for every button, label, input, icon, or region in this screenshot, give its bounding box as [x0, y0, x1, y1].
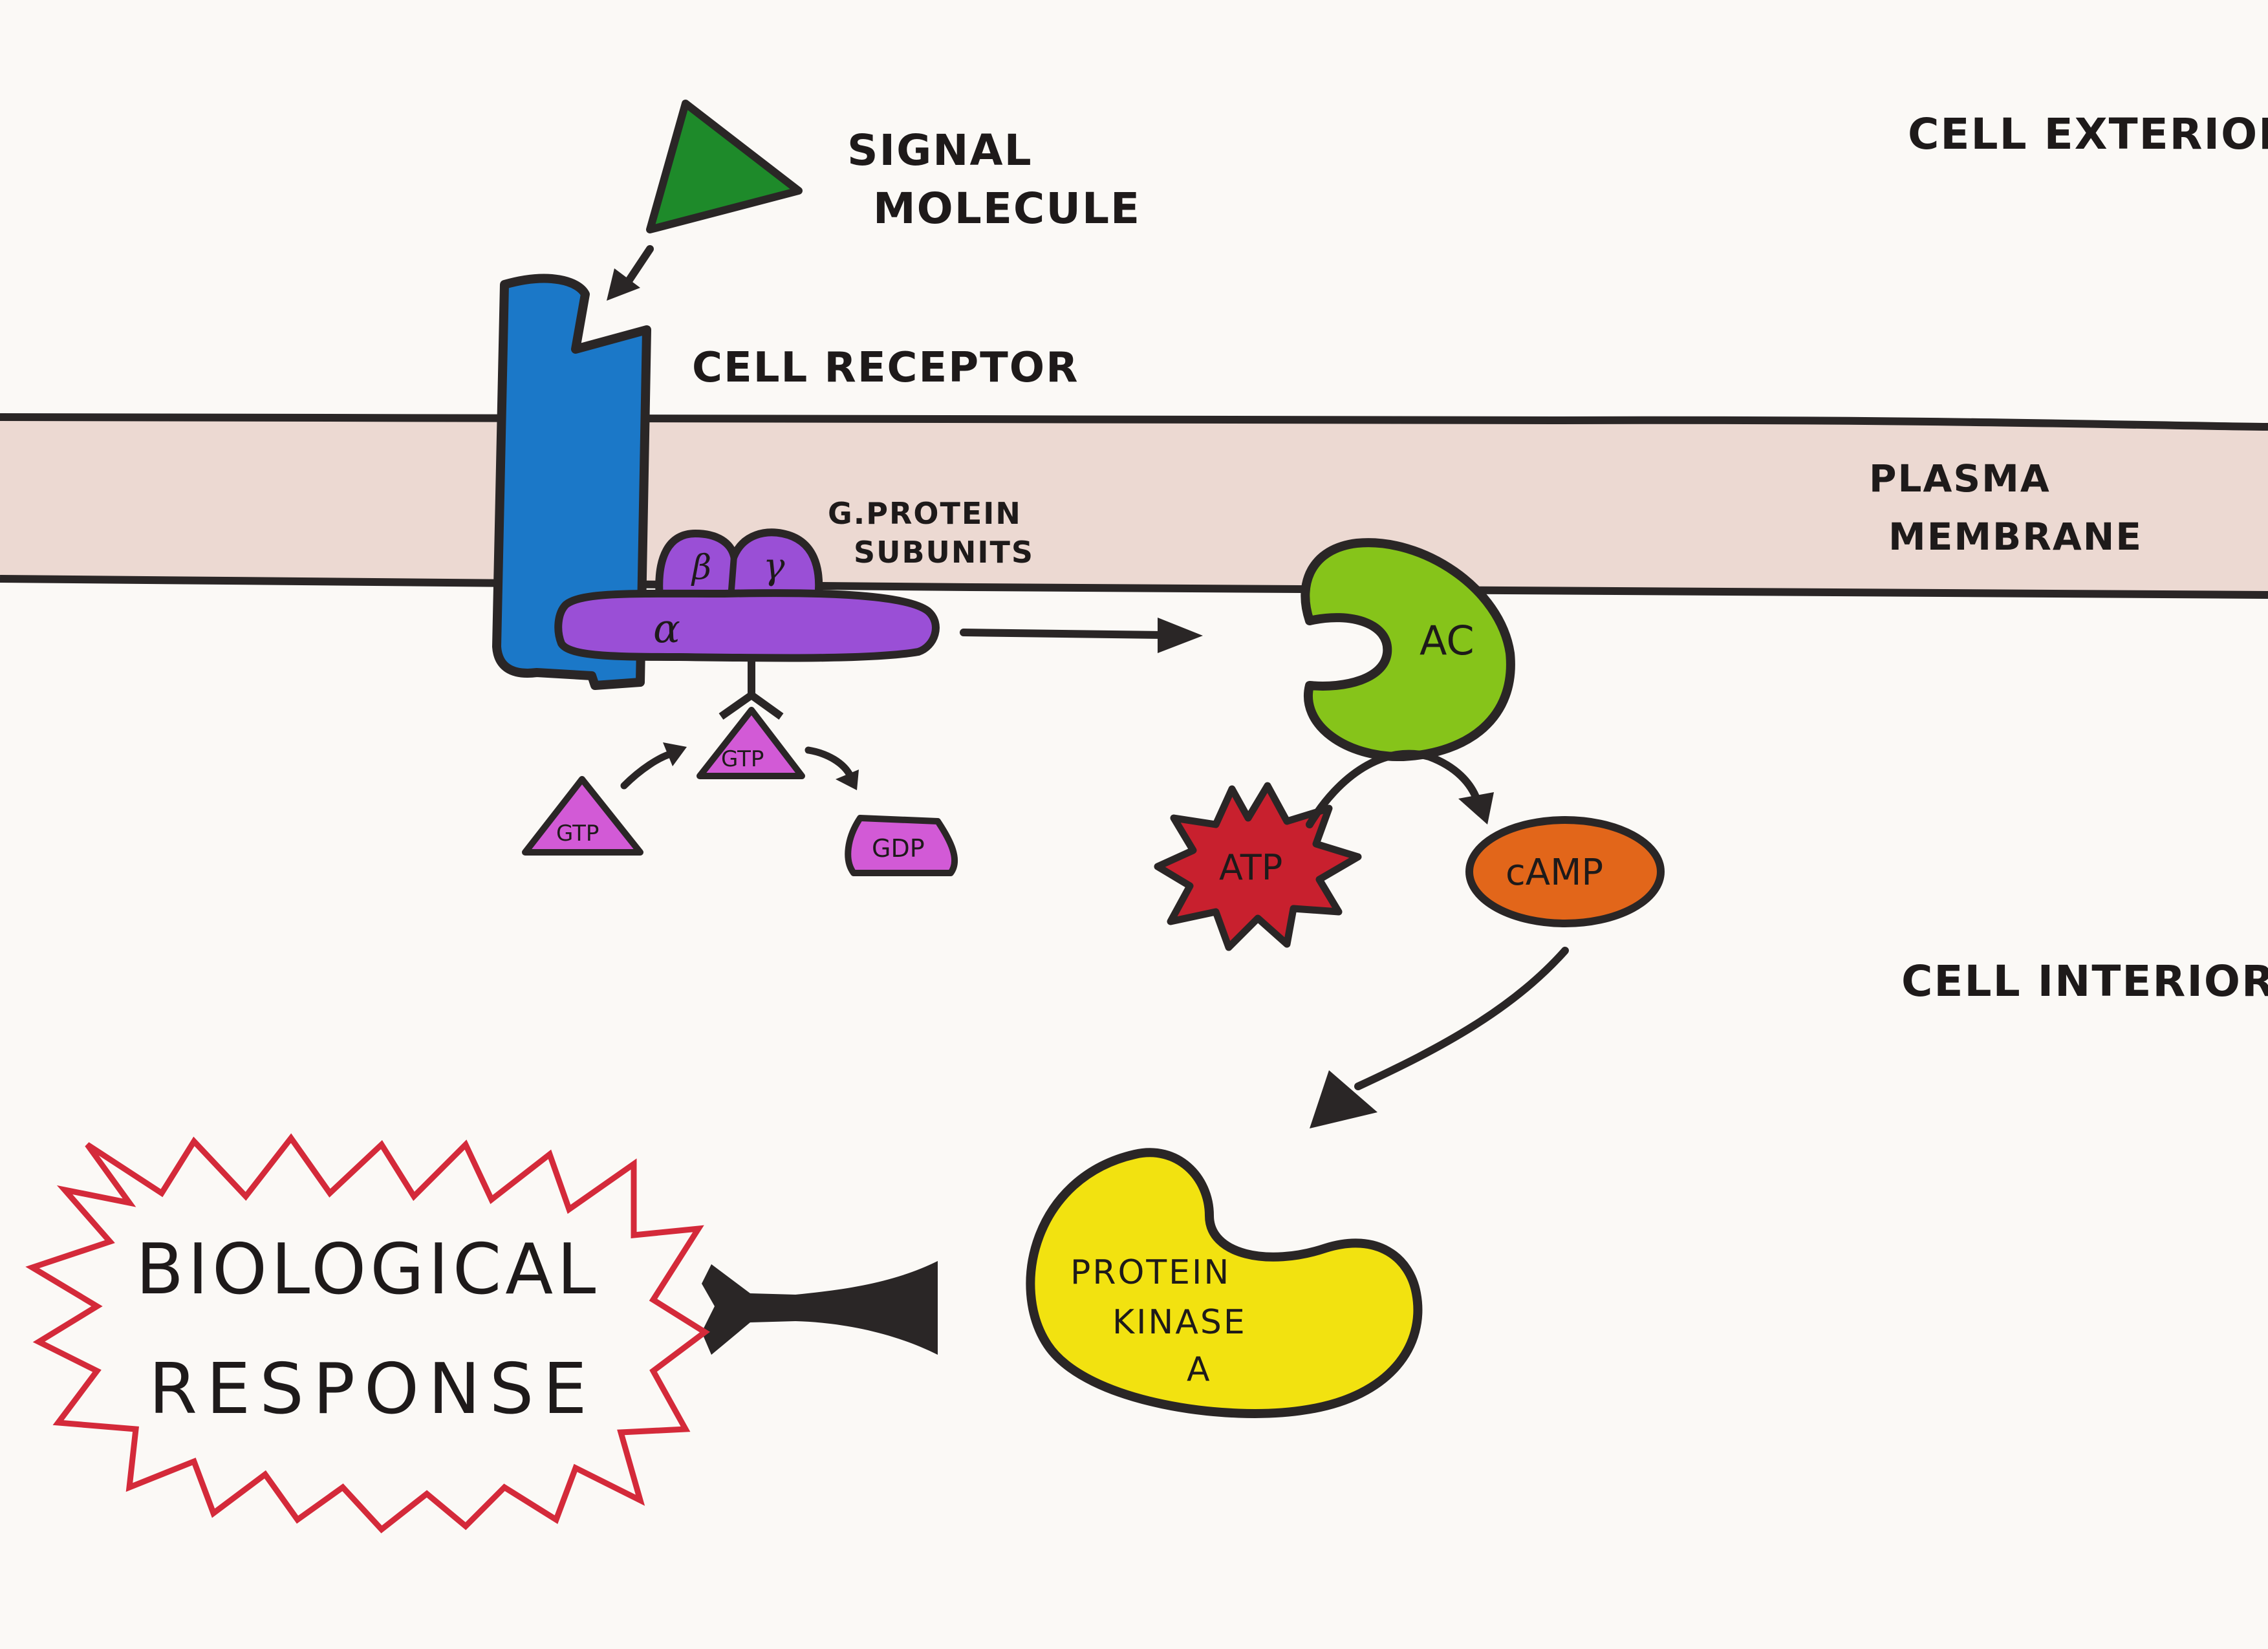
gtp-bound-label: GTP — [721, 746, 764, 772]
pka-label-line1: PROTEIN — [1070, 1253, 1231, 1292]
arrow-pka-to-response — [702, 1261, 938, 1355]
cell-receptor — [492, 274, 651, 690]
alpha-symbol: α — [653, 605, 680, 652]
gdp-label: GDP — [872, 834, 925, 863]
beta-symbol: β — [691, 548, 711, 587]
adenylate-cyclase — [1301, 538, 1515, 762]
gamma-symbol: γ — [763, 546, 785, 588]
atp-label: ATP — [1219, 847, 1282, 888]
arrow-atp-to-camp — [1306, 749, 1494, 828]
plasma-membrane — [0, 412, 2268, 599]
cell-interior-label: CELL INTERIOR — [1901, 956, 2268, 1006]
response-label-line1: BIOLOGICAL — [136, 1229, 599, 1310]
response-label-line2: RESPONSE — [149, 1349, 596, 1430]
gtp-free-triangle — [522, 776, 643, 856]
ac-label: AC — [1420, 617, 1474, 664]
camp-label: cAMP — [1506, 852, 1603, 894]
signal-molecule-triangle — [646, 100, 803, 233]
arrow-gtp-to-bound — [620, 742, 687, 790]
alpha-subunit — [554, 589, 940, 662]
arrow-bound-to-gdp — [805, 746, 859, 790]
plasma-membrane-label-line1: PLASMA — [1869, 457, 2051, 501]
signal-molecule-label-line2: MOLECULE — [873, 184, 1141, 233]
plasma-membrane-label-line2: MEMBRANE — [1888, 515, 2143, 559]
g-protein: β γ α — [554, 528, 940, 662]
arrow-alpha-to-ac — [960, 618, 1203, 653]
gtp-bound-triangle — [697, 707, 805, 779]
beta-gamma-subunits — [655, 528, 823, 602]
arrow-signal-to-receptor — [607, 245, 654, 301]
cell-exterior-label: CELL EXTERIOR — [1908, 109, 2268, 159]
camp-shape — [1465, 816, 1665, 927]
protein-kinase-a — [1026, 1148, 1423, 1418]
arrow-camp-to-pka — [1310, 947, 1569, 1128]
signal-molecule-label-line1: SIGNAL — [847, 125, 1033, 175]
gdp-shape — [845, 815, 958, 876]
gtp-free-label: GTP — [556, 821, 599, 846]
g-protein-label-line1: G.PROTEIN — [828, 496, 1022, 531]
biological-response-burst — [25, 1133, 710, 1534]
pka-label-line3: A — [1187, 1350, 1210, 1389]
g-protein-label-line2: SUBUNITS — [854, 535, 1034, 570]
cell-receptor-label: CELL RECEPTOR — [692, 344, 1079, 392]
gtp-binding-site — [718, 658, 784, 720]
pka-label-line2: KINASE — [1112, 1303, 1247, 1342]
